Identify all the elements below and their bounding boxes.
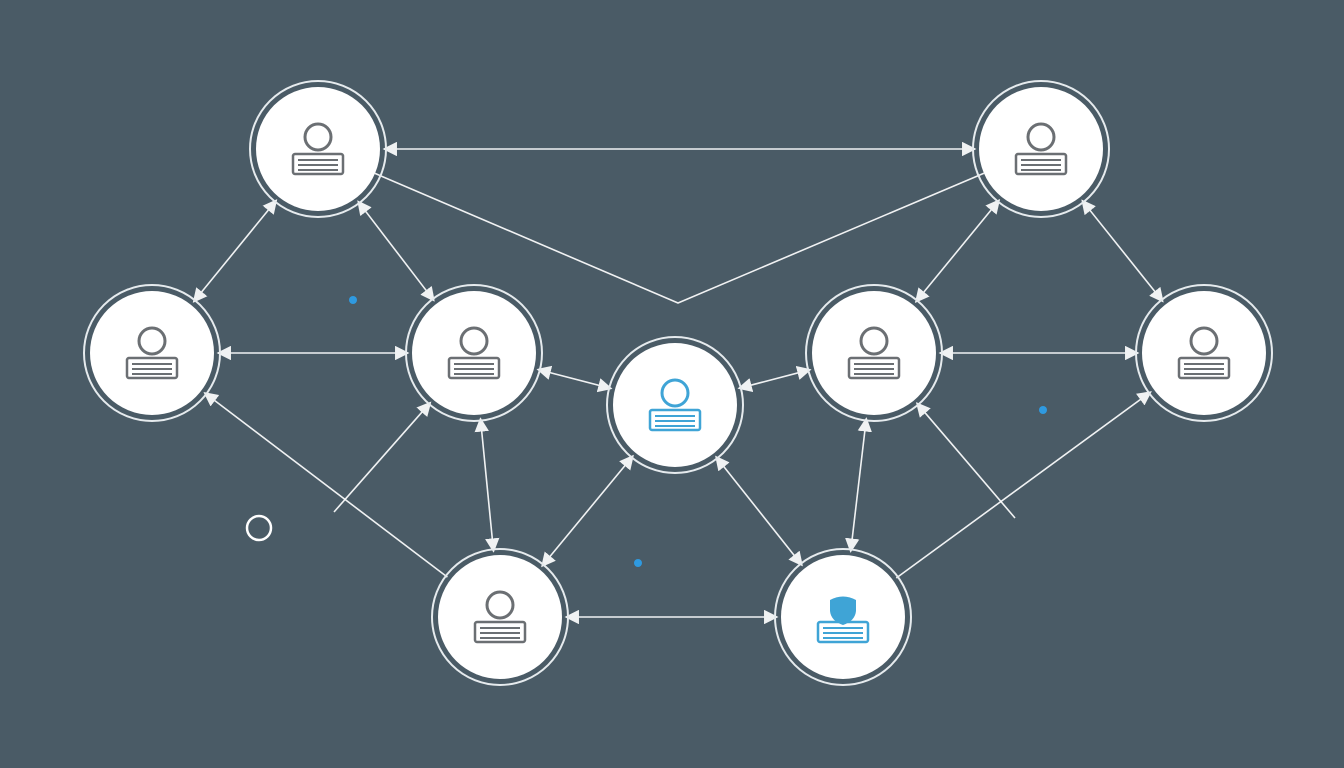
user-head xyxy=(303,122,333,152)
accent-dot xyxy=(1039,406,1047,414)
user-head xyxy=(1189,326,1219,356)
user-head xyxy=(859,326,889,356)
user-body xyxy=(291,152,345,176)
user-icon xyxy=(1177,326,1231,380)
shield-head xyxy=(830,596,856,625)
user-icon xyxy=(847,326,901,380)
edge-n2-n6 xyxy=(914,198,1001,304)
edge-n4-n5 xyxy=(536,365,613,393)
node-outer-ring xyxy=(249,80,387,218)
node-n5[interactable] xyxy=(606,336,744,474)
edge-n3-n8 xyxy=(203,392,448,578)
edges-layer xyxy=(192,141,1164,625)
node-outer-ring xyxy=(405,284,543,422)
user-body xyxy=(125,356,179,380)
edge-n1-n4 xyxy=(357,200,435,302)
shield-user-icon xyxy=(816,596,870,644)
user-icon xyxy=(125,326,179,380)
user-body xyxy=(1177,356,1231,380)
edge-n5-n8 xyxy=(541,454,634,568)
user-body xyxy=(1014,152,1068,176)
decorations-layer xyxy=(245,296,1047,567)
user-head xyxy=(1026,122,1056,152)
accent-dot xyxy=(634,559,642,567)
edge-n4-n8 xyxy=(474,417,500,553)
node-n7[interactable] xyxy=(1135,284,1273,422)
edge-n6-n9 xyxy=(845,417,872,553)
edge-n2-n7 xyxy=(1081,199,1164,303)
user-head xyxy=(485,590,515,620)
user-body xyxy=(847,356,901,380)
accent-ring xyxy=(245,514,273,542)
node-n4[interactable] xyxy=(405,284,543,422)
user-head xyxy=(459,326,489,356)
user-body xyxy=(648,408,702,432)
node-n3[interactable] xyxy=(83,284,221,422)
edge-n5-n6 xyxy=(737,365,812,393)
user-body xyxy=(473,620,527,644)
edge-n9-n7 xyxy=(895,391,1152,579)
edge-n1-n2-via-center xyxy=(374,172,985,304)
accent-dot xyxy=(349,296,357,304)
user-icon xyxy=(473,590,527,644)
edge-n9-n6 xyxy=(915,402,1016,519)
edge-n1-n3 xyxy=(192,199,278,303)
node-outer-ring xyxy=(972,80,1110,218)
edge-n8-n4 xyxy=(333,401,432,513)
user-icon xyxy=(648,378,702,432)
user-body xyxy=(447,356,501,380)
user-icon xyxy=(447,326,501,380)
node-n8[interactable] xyxy=(431,548,569,686)
node-n9[interactable] xyxy=(774,548,912,686)
node-n6[interactable] xyxy=(805,284,943,422)
user-head xyxy=(660,378,690,408)
node-n2[interactable] xyxy=(972,80,1110,218)
node-n1[interactable] xyxy=(249,80,387,218)
user-body xyxy=(816,620,870,644)
node-outer-ring xyxy=(774,548,912,686)
node-outer-ring xyxy=(805,284,943,422)
node-outer-ring xyxy=(606,336,744,474)
edge-n5-n9 xyxy=(715,455,803,567)
user-head xyxy=(137,326,167,356)
node-outer-ring xyxy=(431,548,569,686)
node-outer-ring xyxy=(1135,284,1273,422)
user-icon xyxy=(1014,122,1068,176)
node-outer-ring xyxy=(83,284,221,422)
user-icon xyxy=(291,122,345,176)
nodes-layer xyxy=(83,80,1273,686)
